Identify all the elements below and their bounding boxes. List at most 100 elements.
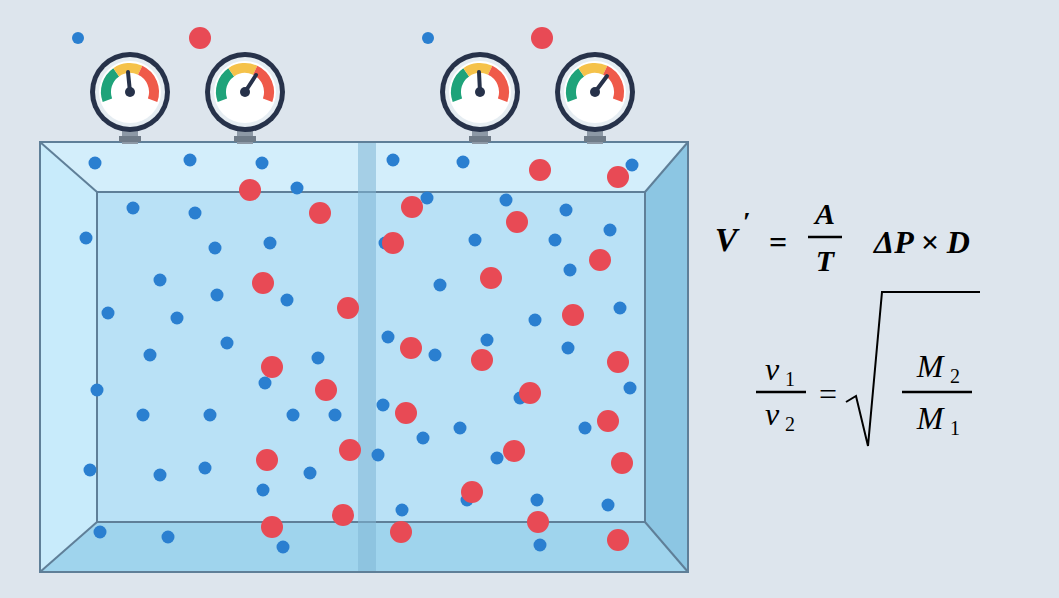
light-particle [281,294,294,307]
light-particle [127,202,140,215]
heavy-particle [239,179,261,201]
light-particle [80,232,93,245]
light-particle [429,349,442,362]
heavy-particle [562,304,584,326]
gas-particles [80,154,639,554]
membrane [358,143,376,571]
light-particle [257,484,270,497]
light-particle [162,531,175,544]
light-particle [256,157,269,170]
formula-prime: ′ [743,208,751,236]
tank [40,142,688,572]
heavy-particle [461,481,483,503]
formula-symbol: V [715,223,738,257]
formula-operator: = [819,378,837,410]
light-particle [264,237,277,250]
light-particle [144,349,157,362]
light-particle [469,234,482,247]
light-particle [221,337,234,350]
formula-symbol: v [765,398,779,430]
heavy-particle [400,337,422,359]
heavy-particle [607,166,629,188]
heavy-particle [589,249,611,271]
light-particle [277,541,290,554]
light-particle [387,154,400,167]
light-particle [579,422,592,435]
light-particle [491,452,504,465]
light-particle [209,242,222,255]
light-particle [396,504,409,517]
pressure-gauges [72,27,635,144]
light-particle [211,289,224,302]
heavy-particle [309,202,331,224]
light-particle [154,274,167,287]
light-particle [372,449,385,462]
formula-operator: = [769,226,787,258]
light-particle [624,382,637,395]
light-particle [291,182,304,195]
heavy-particle [506,211,528,233]
light-particle [154,469,167,482]
light-particle [89,157,102,170]
light-particle [434,279,447,292]
formula-subscript: 2 [785,414,795,434]
light-particle [604,224,617,237]
light-particle [602,499,615,512]
heavy-particle [597,410,619,432]
heavy-particle [395,402,417,424]
heavy-particle [607,529,629,551]
heavy-particle [527,511,549,533]
formula-subscript: 1 [785,369,795,389]
light-particle [564,264,577,277]
heavy-particle [261,516,283,538]
heavy-particle [529,159,551,181]
formula-symbol: T [816,246,834,276]
light-particle [189,207,202,220]
heavy-particle [401,196,423,218]
heavy-particle [252,272,274,294]
light-particle [304,467,317,480]
light-particle [614,302,627,315]
heavy-particle [471,349,493,371]
light-particle [184,154,197,167]
light-particle [534,539,547,552]
heavy-particle [503,440,525,462]
light-particle [91,384,104,397]
light-particle [259,377,272,390]
light-particle [329,409,342,422]
heavy-particle [611,452,633,474]
heavy-particle [315,379,337,401]
heavy-particle [337,297,359,319]
heavy-particle [261,356,283,378]
heavy-particle [382,232,404,254]
heavy-particle [332,504,354,526]
light-particle [84,464,97,477]
light-particle [382,331,395,344]
formula-symbol: M [917,350,944,382]
heavy-particle [607,351,629,373]
light-particle [137,409,150,422]
light-particle [549,234,562,247]
light-particle [377,399,390,412]
light-particle [204,409,217,422]
heavy-particle [256,449,278,471]
formula-symbol: A [815,199,835,229]
light-particle [457,156,470,169]
light-particle [287,409,300,422]
heavy-particle [390,521,412,543]
light-particle [417,432,430,445]
light-particle [199,462,212,475]
formula-symbol: v [765,353,779,385]
formula-term: ΔP × D [874,226,970,258]
formula-strokes [756,237,980,446]
light-particle [529,314,542,327]
formula-subscript: 1 [950,418,960,438]
light-particle [531,494,544,507]
light-particle [171,312,184,325]
light-particle [562,342,575,355]
heavy-particle [519,382,541,404]
formula-symbol: M [917,402,944,434]
light-particle [560,204,573,217]
light-particle [312,352,325,365]
